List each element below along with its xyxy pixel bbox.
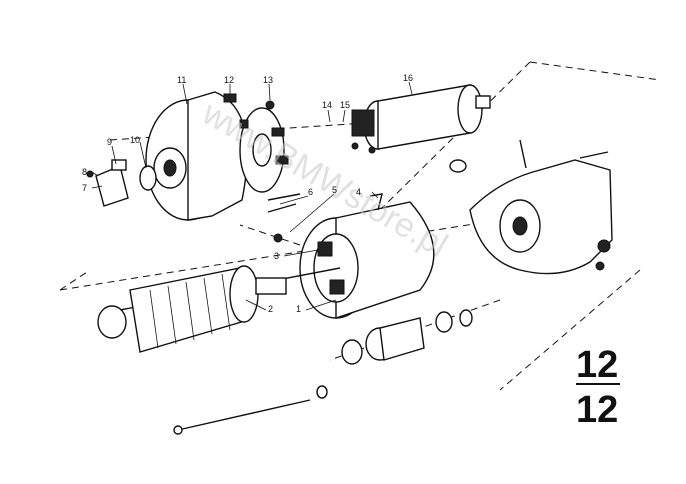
page-reference: 12 12 [576,344,620,431]
callout-5: 5 [332,185,337,195]
callout-labels: 1 2 3 4 5 6 7 8 9 10 11 12 13 14 15 16 [82,73,413,314]
small-hardware [267,193,383,243]
callout-9: 9 [107,137,112,147]
callout-12: 12 [224,75,234,85]
callout-14: 14 [322,100,332,110]
end-cap-assembly [86,159,157,207]
brush-plate [223,93,289,193]
armature [97,265,341,353]
field-housing [299,201,435,319]
callout-7: 7 [82,183,87,193]
callout-11: 11 [177,75,186,85]
drive-end-housing [449,139,613,275]
callout-8: 8 [82,167,87,177]
solenoid-switch [351,84,491,154]
callout-2: 2 [268,304,273,314]
callout-1: 1 [296,304,301,314]
callout-6: 6 [308,187,313,197]
callout-3: 3 [274,251,279,261]
callout-4: 4 [356,187,361,197]
page-numerator: 12 [576,344,618,386]
page-denominator: 12 [576,389,618,431]
callout-13: 13 [263,75,273,85]
callout-10: 10 [130,135,140,145]
through-bolt [173,385,328,435]
callout-15: 15 [340,100,350,110]
pinion-drive [341,309,473,365]
callout-leaders [91,81,413,311]
callout-16: 16 [403,73,413,83]
